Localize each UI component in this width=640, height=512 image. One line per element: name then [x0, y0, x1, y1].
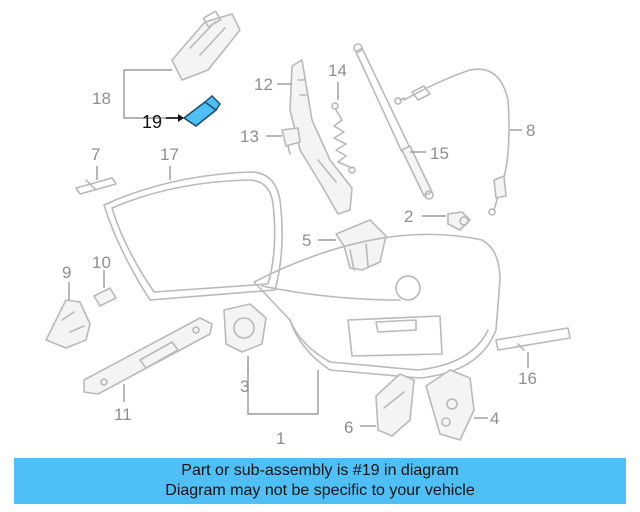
part-15-gas-strut: [353, 43, 434, 200]
part-3-housing: [223, 303, 267, 353]
part-17-weatherstrip: [103, 171, 283, 301]
label-16: 16: [518, 369, 537, 388]
label-11: 11: [114, 405, 132, 424]
part-1-trunk-lid: [253, 233, 501, 379]
part-8-release-cable: [394, 68, 510, 216]
leader-18: [123, 69, 182, 119]
label-12: 12: [254, 75, 273, 94]
label-13: 13: [240, 127, 259, 146]
part-9-bracket: [45, 299, 91, 349]
label-18: 18: [92, 89, 111, 108]
part-11-garnish: [83, 317, 213, 395]
parts-diagram: 18 19 7 17 12 13 14: [45, 10, 571, 448]
label-10: 10: [92, 253, 111, 272]
part-7-clip: [75, 177, 117, 195]
label-8: 8: [526, 121, 535, 140]
label-6: 6: [344, 418, 353, 437]
label-2: 2: [404, 207, 413, 226]
leader-1: [247, 366, 319, 415]
banner-line-2: Diagram may not be specific to your vehi…: [165, 482, 475, 499]
part-4-bracket: [425, 369, 475, 441]
part-19-highlighted-switch: [182, 95, 221, 127]
part-6-bracket: [375, 373, 415, 437]
part-2-lock-cylinder: [447, 211, 471, 231]
part-5-latch: [335, 219, 387, 271]
label-1: 1: [276, 429, 285, 448]
arrow-19-icon: [178, 114, 184, 122]
part-13-bumper: [281, 127, 301, 155]
banner-line-1: Part or sub-assembly is #19 in diagram: [181, 462, 459, 479]
label-7: 7: [91, 145, 100, 164]
part-14-spring: [331, 102, 356, 174]
label-9: 9: [62, 263, 71, 282]
part-18-lock-assembly: [171, 10, 241, 81]
label-14: 14: [328, 61, 347, 80]
info-banner: Part or sub-assembly is #19 in diagram D…: [14, 458, 626, 504]
label-4: 4: [490, 409, 499, 428]
label-15: 15: [430, 144, 449, 163]
label-19: 19: [142, 112, 162, 132]
part-10-plug: [93, 287, 117, 307]
label-17: 17: [160, 145, 179, 164]
part-16-strip: [495, 327, 571, 351]
label-3: 3: [240, 377, 249, 396]
label-5: 5: [302, 231, 311, 250]
